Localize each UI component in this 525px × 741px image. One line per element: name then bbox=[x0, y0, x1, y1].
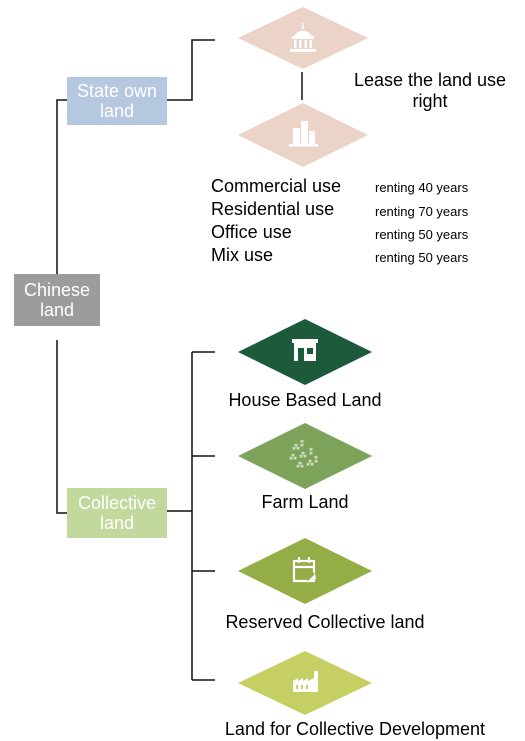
state-diamond-bottom bbox=[238, 103, 368, 167]
svg-text:⁂: ⁂ bbox=[299, 450, 307, 460]
farm-land-label: Farm Land bbox=[261, 492, 349, 512]
use-term-residential: renting 70 years bbox=[375, 204, 469, 219]
government-building-icon bbox=[290, 23, 316, 52]
crops-icon: ⁂ ⁑ ⁂ ⁂ ⁑ ⁂ ⁂ ⁑ bbox=[289, 438, 318, 470]
calendar-icon bbox=[292, 557, 316, 583]
root-label: Chinese land bbox=[23, 280, 91, 320]
farm-land-diamond: ⁂ ⁑ ⁂ ⁂ ⁑ ⁂ ⁂ ⁑ bbox=[238, 423, 372, 489]
svg-text:⁂: ⁂ bbox=[306, 458, 314, 468]
house-land-diamond bbox=[238, 319, 372, 385]
reserved-land-diamond bbox=[238, 538, 372, 604]
use-term-commercial: renting 40 years bbox=[375, 180, 469, 195]
svg-text:⁑: ⁑ bbox=[309, 446, 313, 457]
svg-text:⁂: ⁂ bbox=[289, 452, 297, 462]
use-name-residential: Residential use bbox=[211, 199, 335, 219]
use-term-mix: renting 50 years bbox=[375, 250, 469, 265]
development-land-diamond bbox=[238, 651, 372, 715]
svg-text:⁂: ⁂ bbox=[292, 442, 300, 452]
use-name-mix: Mix use bbox=[211, 245, 274, 265]
state-land-node: State own land bbox=[67, 77, 167, 125]
svg-text:⁑: ⁑ bbox=[300, 438, 304, 449]
development-land-label: Land for Collective Development bbox=[224, 719, 486, 739]
house-land-label: House Based Land bbox=[228, 390, 382, 410]
svg-text:⁂: ⁂ bbox=[296, 460, 304, 470]
root-node: Chinese land bbox=[14, 274, 100, 326]
svg-text:⁑: ⁑ bbox=[314, 454, 318, 465]
state-land-label: State own land bbox=[76, 81, 158, 121]
city-buildings-icon bbox=[289, 121, 318, 147]
house-icon bbox=[292, 339, 318, 361]
use-term-office: renting 50 years bbox=[375, 227, 469, 242]
collective-land-node: Collective land bbox=[67, 488, 167, 538]
reserved-land-label: Reserved Collective land bbox=[225, 612, 425, 632]
use-name-office: Office use bbox=[211, 222, 292, 242]
collective-land-label: Collective land bbox=[77, 493, 157, 533]
use-name-commercial: Commercial use bbox=[211, 176, 342, 196]
lease-label: Lease the land use right bbox=[353, 70, 507, 111]
factory-icon bbox=[293, 671, 318, 692]
state-diamond-top bbox=[238, 7, 368, 69]
